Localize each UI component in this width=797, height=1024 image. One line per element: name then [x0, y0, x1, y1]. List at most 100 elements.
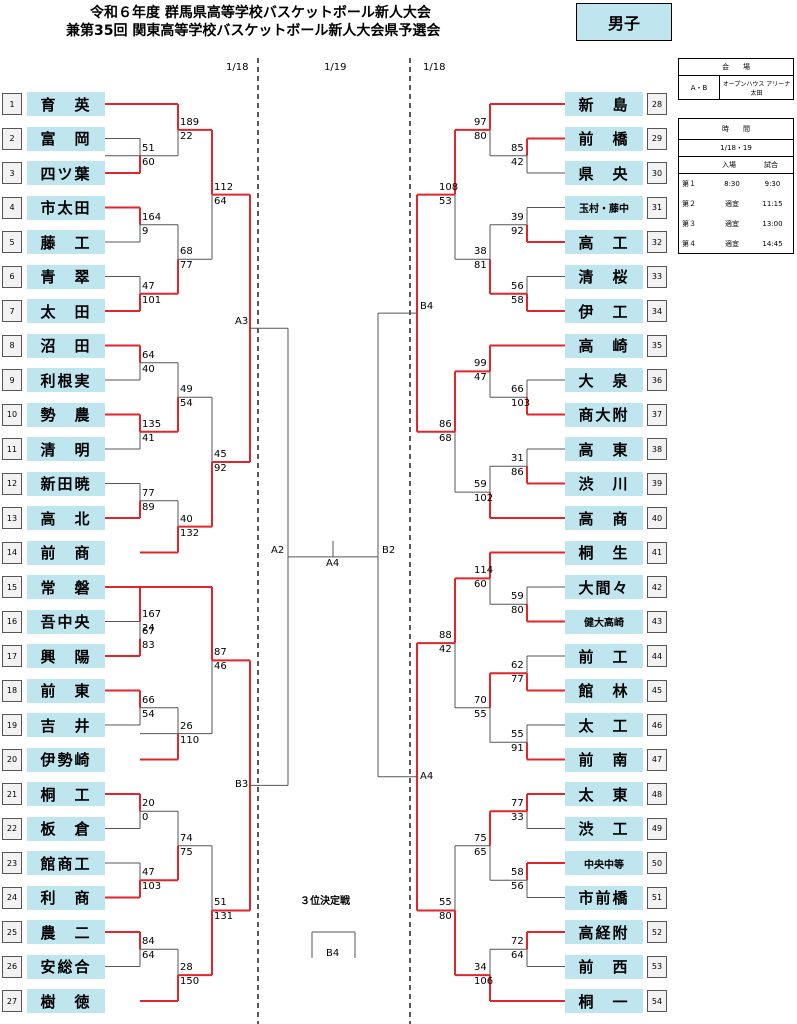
venue-box: 会 場 A・B オープンハウス アリーナ太田: [678, 58, 794, 100]
match-score: 80: [474, 130, 487, 142]
team-name: 藤 工: [27, 230, 105, 254]
match-score: 92: [511, 225, 524, 237]
slot-label-b2: B2: [382, 544, 396, 556]
seed-number: 46: [647, 714, 667, 736]
match-score: 41: [142, 432, 155, 444]
match-score: 55: [474, 708, 487, 720]
match-score: 68: [180, 246, 193, 258]
seed-number: 22: [2, 817, 22, 840]
venue-courts: A・B: [679, 76, 720, 100]
schedule-entry: 適宜: [725, 200, 739, 208]
schedule-game: 11:15: [762, 200, 783, 208]
match-score: 189: [180, 116, 200, 128]
match-score: 0: [142, 812, 149, 824]
match-score: 45: [214, 448, 227, 460]
schedule-entry: 適宜: [725, 220, 739, 228]
seed-number: 34: [647, 300, 667, 322]
schedule-label: 第４: [682, 240, 696, 248]
team-name: 前 商: [27, 540, 105, 565]
team-name: 勢 農: [27, 402, 105, 427]
match-score: 22: [180, 130, 193, 142]
match-score: 49: [180, 384, 193, 396]
seed-number: 47: [647, 748, 667, 771]
match-score: 108: [439, 181, 459, 193]
seed-number: 15: [2, 576, 22, 598]
team-name: 館 林: [565, 678, 643, 703]
match-score: 20: [142, 798, 155, 810]
match-score: 54: [180, 398, 193, 410]
seed-number: 25: [2, 921, 22, 943]
seed-number: 6: [2, 265, 22, 288]
slot-label-b4: B4: [420, 301, 434, 313]
match-score: 89: [142, 501, 155, 513]
team-name: 樹 徳: [27, 989, 105, 1013]
seed-number: 11: [2, 438, 22, 460]
team-name: 前 西: [565, 954, 643, 979]
match-score: 51: [214, 897, 227, 909]
match-score: 38: [474, 246, 487, 258]
seed-number: 30: [647, 162, 667, 184]
schedule-date: 1/18・19: [679, 140, 793, 157]
seed-number: 13: [2, 507, 22, 529]
seed-number: 10: [2, 403, 22, 426]
seed-number: 36: [647, 369, 667, 391]
col-game: 試合: [764, 161, 778, 169]
match-score: 103: [511, 398, 531, 410]
tournament-title: 令和６年度 群馬県高等学校バスケットボール新人大会: [90, 5, 431, 21]
team-name: 渋 川: [565, 471, 643, 496]
seed-number: 9: [2, 369, 22, 391]
seed-number: 49: [647, 817, 667, 840]
schedule-header: 時 間: [679, 119, 793, 140]
match-score: 66: [142, 694, 155, 706]
match-score: 135: [142, 418, 162, 430]
match-score: 114: [474, 565, 494, 577]
team-name: 中央中等: [565, 851, 643, 875]
team-name: 高 工: [565, 230, 643, 254]
match-score: 112: [214, 181, 234, 193]
team-name: 太 田: [27, 299, 105, 323]
match-score: 86: [439, 418, 452, 430]
match-score: 59: [474, 479, 487, 491]
match-score: 66: [511, 384, 524, 396]
match-score: 58: [511, 867, 524, 879]
match-score: 31: [511, 453, 524, 465]
match-score: 77: [511, 674, 524, 686]
team-name: 前 橋: [565, 126, 643, 151]
match-score: 91: [511, 743, 524, 755]
tournament-subtitle: 兼第35回 関東高等学校バスケットボール新人大会県予選会: [66, 23, 441, 39]
seed-number: 24: [2, 886, 22, 909]
team-name: 高 商: [565, 506, 643, 530]
team-name: 太 東: [565, 782, 643, 806]
match-score: 64: [142, 950, 155, 962]
seed-number: 27: [2, 990, 22, 1012]
match-score: 53: [439, 195, 452, 207]
col-entry: 入場: [722, 161, 736, 169]
seed-number: 53: [647, 955, 667, 978]
match-score: 34: [474, 962, 487, 974]
slot-label-a3: A3: [235, 316, 249, 328]
match-score: 64: [214, 195, 227, 207]
team-name: 利根実: [27, 368, 105, 392]
match-score: 83: [142, 639, 155, 651]
team-name: 県 央: [565, 161, 643, 185]
match-score: 84: [142, 936, 155, 948]
match-score: 28: [180, 962, 193, 974]
match-score: 65: [474, 846, 487, 858]
match-score: 26: [180, 720, 193, 732]
date-right: 1/18: [423, 62, 446, 73]
schedule-col-headers: 入場 試合: [679, 157, 793, 174]
seed-number: 1: [2, 93, 22, 115]
match-score: 47: [142, 280, 155, 292]
date-center: 1/19: [324, 62, 347, 73]
match-score: 106: [474, 976, 494, 988]
team-name: 清 明: [27, 437, 105, 461]
match-score: 42: [511, 156, 524, 168]
match-score: 77: [180, 260, 193, 272]
seed-number: 31: [647, 196, 667, 219]
match-score: 54: [142, 708, 155, 720]
match-score: 42: [439, 644, 452, 656]
team-name: 市前橋: [565, 885, 643, 910]
match-score: 167: [142, 608, 162, 620]
match-score: 97: [474, 116, 487, 128]
